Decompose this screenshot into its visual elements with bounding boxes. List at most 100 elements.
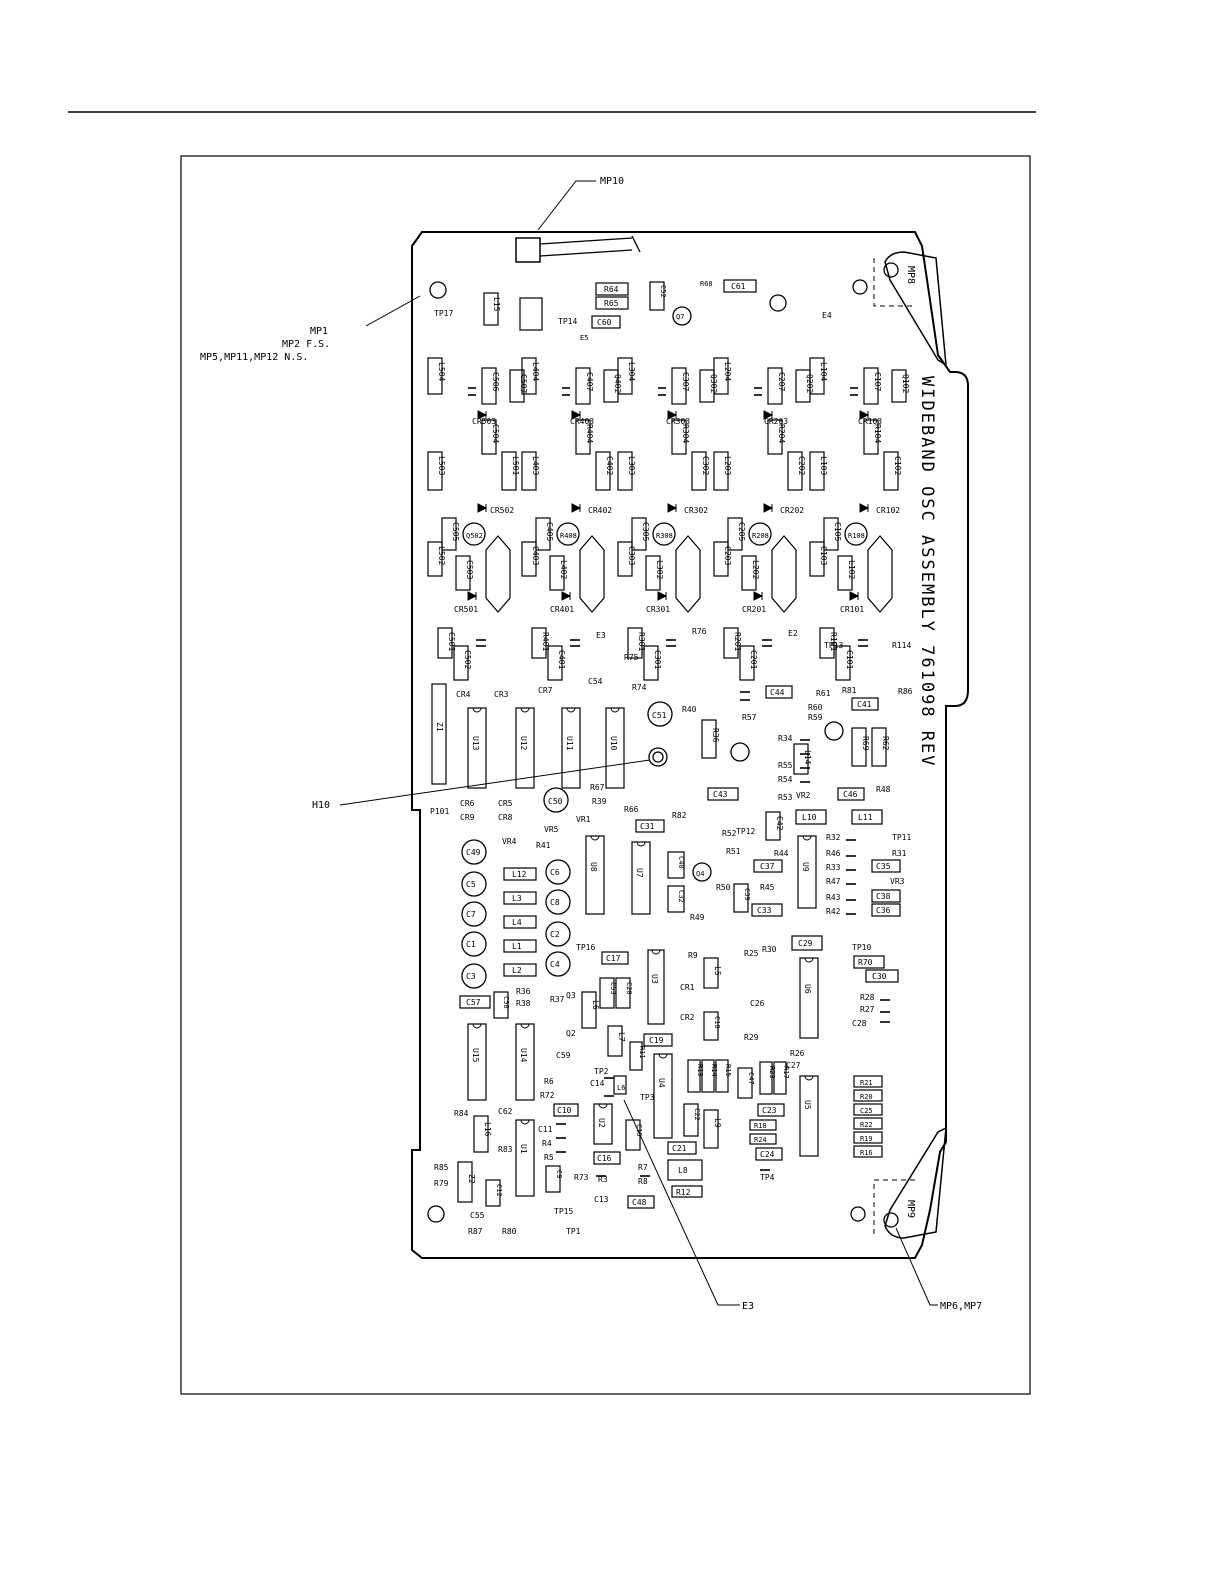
part-body xyxy=(643,1033,673,1047)
part-label: TP17 xyxy=(434,309,453,318)
part-label: R34 xyxy=(778,734,793,743)
component-layer: L504L503C505C503L502C501C502C506L501C507… xyxy=(427,279,913,1236)
part-body xyxy=(427,451,443,491)
part-label: U8 xyxy=(589,862,598,872)
part-label: R304 xyxy=(681,424,690,443)
part-label: Q2 xyxy=(566,1029,576,1038)
part-round xyxy=(824,721,844,741)
part-label: R404 xyxy=(585,424,594,443)
part-body xyxy=(737,1067,753,1099)
part-label: R32 xyxy=(826,833,841,842)
part-label: R42 xyxy=(826,907,841,916)
part-body xyxy=(483,292,499,326)
part-label: R22 xyxy=(860,1121,873,1129)
part-label: U14 xyxy=(519,1048,528,1063)
part-body xyxy=(481,419,497,455)
part-body xyxy=(809,541,825,577)
part-label: C43 xyxy=(713,790,728,799)
part-label: C5 xyxy=(466,880,476,889)
part-body xyxy=(427,357,443,395)
part-label: R60 xyxy=(808,703,823,712)
part-body xyxy=(739,645,755,681)
part-body xyxy=(795,809,827,825)
part-label: L103 xyxy=(819,456,828,475)
part-body xyxy=(819,627,835,659)
part-label: C405 xyxy=(545,522,554,541)
part-body xyxy=(645,555,661,591)
part-body xyxy=(751,903,783,917)
part-label: CR402 xyxy=(588,506,612,515)
part-diode xyxy=(571,503,582,513)
part-label: U3 xyxy=(650,974,659,984)
part-label: R81 xyxy=(842,686,857,695)
part-label: C402 xyxy=(605,456,614,475)
part-label: CR2 xyxy=(680,1013,695,1022)
part-label: C51 xyxy=(652,711,667,720)
part-label: R204 xyxy=(777,424,786,443)
part-round xyxy=(692,862,712,882)
part-body xyxy=(593,1151,621,1165)
part-diode xyxy=(561,591,572,601)
part-label: C13 xyxy=(594,1195,609,1204)
part-label: L16 xyxy=(483,1122,492,1137)
drawing-frame xyxy=(180,155,1031,1395)
part-label: CR503 xyxy=(472,417,496,426)
part-label: R208 xyxy=(752,532,769,540)
part-round xyxy=(748,522,772,546)
part-body xyxy=(713,451,729,491)
part-label: C9 xyxy=(555,1170,563,1178)
part-body xyxy=(595,451,611,491)
part-round xyxy=(461,963,487,989)
callout-mp2: MP2 F.S. xyxy=(282,339,330,350)
part-body xyxy=(473,1115,489,1153)
part-label: R14 xyxy=(710,1064,718,1077)
part-label: L6 xyxy=(617,1084,625,1092)
part-body xyxy=(863,419,879,455)
part-label: R66 xyxy=(624,805,639,814)
part-label: C4 xyxy=(550,960,560,969)
ic-notch xyxy=(598,1103,608,1109)
part-inductor-hex xyxy=(675,535,701,613)
part-body xyxy=(767,367,783,405)
part-body xyxy=(823,517,839,551)
ic-notch xyxy=(590,835,600,841)
part-body xyxy=(545,1165,561,1193)
part-body xyxy=(575,367,591,405)
part-label: C54 xyxy=(588,677,603,686)
part-label: CR9 xyxy=(460,813,475,822)
part-label: C103 xyxy=(819,546,828,565)
part-label: R67 xyxy=(590,783,605,792)
part-label: C7 xyxy=(466,910,476,919)
part-label: R86 xyxy=(898,687,913,696)
part-label: R84 xyxy=(454,1109,469,1118)
part-label: C24 xyxy=(760,1150,775,1159)
part-label: R4 xyxy=(542,1139,552,1148)
part-label: R9 xyxy=(688,951,698,960)
part-label: U4 xyxy=(657,1078,666,1088)
part-label: R39 xyxy=(592,797,607,806)
part-label: VR1 xyxy=(576,815,591,824)
part-body xyxy=(691,451,707,491)
part-body xyxy=(515,1023,535,1101)
callout-e3: E3 xyxy=(742,1301,754,1312)
part-label: C18 xyxy=(713,1016,721,1029)
part-label: R44 xyxy=(774,849,789,858)
ic-notch xyxy=(472,1023,482,1029)
part-label: C49 xyxy=(466,848,481,857)
part-label: R80 xyxy=(502,1227,517,1236)
part-label: C407 xyxy=(585,372,594,391)
part-inductor-hex xyxy=(771,535,797,613)
part-body xyxy=(607,1025,623,1057)
part-label: C15 xyxy=(635,1124,643,1137)
part-body xyxy=(883,451,899,491)
part-label: C35 xyxy=(876,862,891,871)
part-label: L2 xyxy=(512,966,522,975)
part-label: C31 xyxy=(640,822,655,831)
part-body xyxy=(617,357,633,395)
part-body xyxy=(493,991,509,1019)
part-body xyxy=(713,357,729,395)
part-label: CR3 xyxy=(494,690,509,699)
part-body xyxy=(851,809,883,825)
part-body xyxy=(631,517,647,551)
part-label: C32 xyxy=(677,890,685,903)
